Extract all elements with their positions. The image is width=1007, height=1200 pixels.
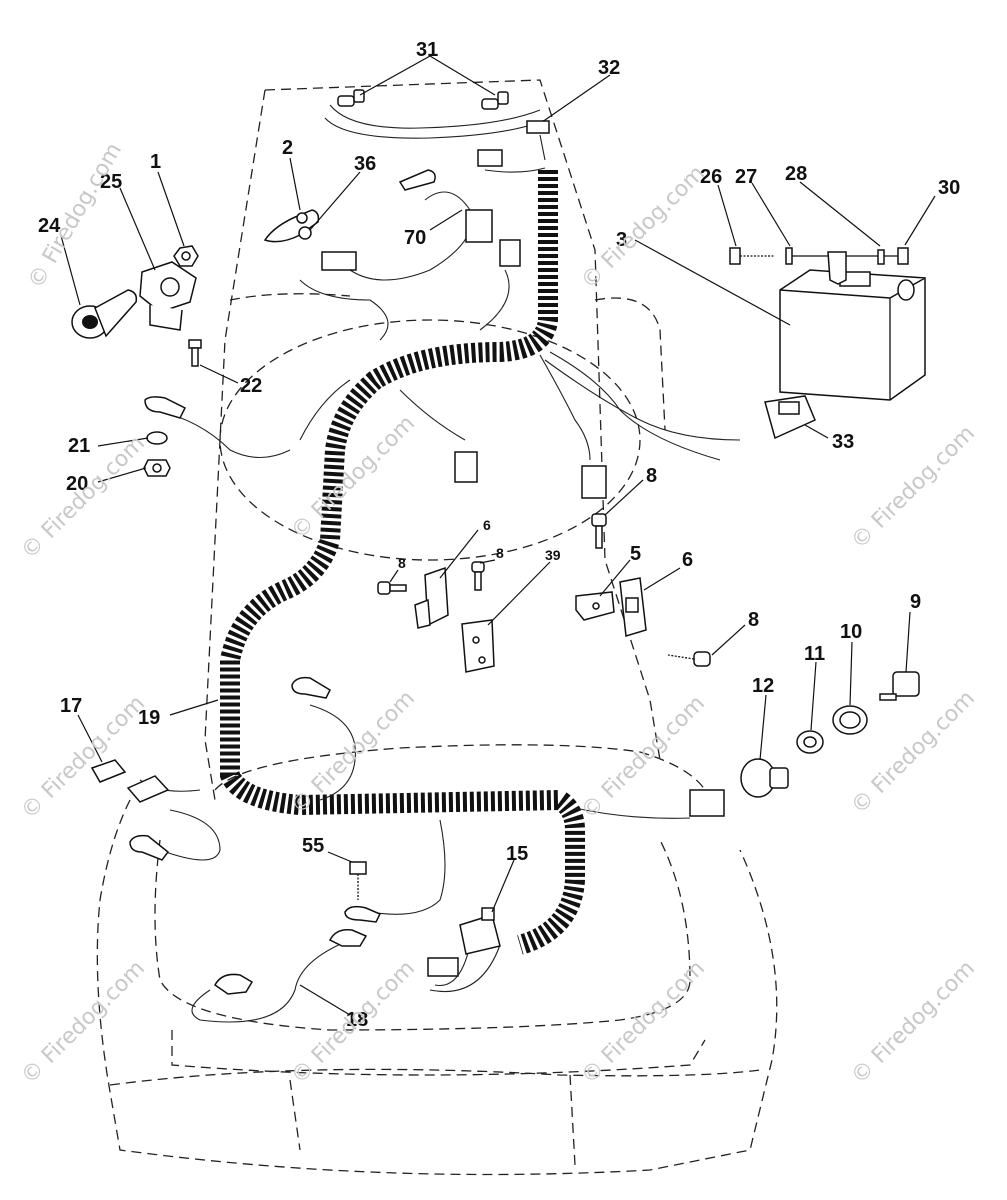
- callout-26: 26: [700, 166, 722, 188]
- callout-10: 10: [840, 621, 862, 643]
- part-switch-6-right: [619, 577, 647, 637]
- part-washer-21: [146, 431, 168, 445]
- callout-21: 21: [68, 435, 90, 457]
- callout-6-left: 6: [483, 517, 491, 533]
- part-switch-33: [764, 395, 816, 440]
- part-lights-31: [337, 89, 509, 110]
- callout-31: 31: [416, 39, 438, 61]
- callout-33: 33: [832, 431, 854, 453]
- part-nut-10: [832, 705, 868, 735]
- part-washer-11: [796, 730, 824, 754]
- callout-24: 24: [38, 215, 61, 237]
- part-fuse-holder: [126, 775, 170, 803]
- callout-55: 55: [302, 835, 324, 857]
- watermark-text: © Firedog.com: [847, 421, 980, 554]
- part-battery-3: [779, 269, 926, 401]
- callout-36: 36: [354, 153, 376, 175]
- callout-27: 27: [735, 166, 757, 188]
- part-connector-right: [689, 789, 725, 817]
- part-nut-20: [143, 459, 171, 477]
- part-connector-bottom: [427, 957, 459, 977]
- part-boot-24: [71, 289, 138, 339]
- part-solenoid-25: [139, 261, 197, 331]
- callout-17: 17: [60, 695, 82, 717]
- callout-12: 12: [752, 675, 774, 697]
- callout-20: 20: [66, 473, 88, 495]
- callout-70: 70: [404, 227, 426, 249]
- part-screw-8-right: [667, 651, 711, 667]
- part-screw-8-top: [591, 513, 607, 549]
- part-bolt-55: [349, 861, 367, 900]
- leader-lines: [59, 55, 936, 1016]
- callout-9: 9: [910, 591, 921, 613]
- part-bracket-5: [575, 591, 615, 621]
- callout-8-left: 8: [398, 555, 406, 571]
- callout-15: 15: [506, 843, 528, 865]
- part-switch-15: [459, 907, 501, 955]
- callout-labels: 31 32 2 36 1 25 24 70 26 27 28 30 3 22 2…: [38, 39, 960, 1031]
- callout-18: 18: [346, 1009, 368, 1031]
- part-ring-terminal-bottom: [344, 905, 382, 923]
- part-fuse-17: [90, 759, 127, 783]
- watermark-text: © Firedog.com: [17, 691, 150, 824]
- callout-8-mid: 8: [496, 545, 504, 561]
- part-connector-mid-left: [454, 451, 478, 483]
- callout-8-right: 8: [748, 609, 759, 631]
- callout-6-right: 6: [682, 549, 693, 571]
- part-terminal-left: [144, 396, 187, 419]
- callout-25: 25: [100, 171, 122, 193]
- part-terminal-2: [263, 209, 320, 243]
- part-connectors-70: [321, 209, 521, 271]
- watermark-text: © Firedog.com: [847, 686, 980, 819]
- part-ring-36: [298, 169, 436, 240]
- callout-5: 5: [630, 543, 641, 565]
- part-screw-8-mid: [471, 561, 485, 591]
- part-bracket-39: [461, 619, 495, 673]
- watermark-text: © Firedog.com: [287, 411, 420, 544]
- callout-3: 3: [616, 229, 627, 251]
- part-connector-32: [526, 120, 550, 134]
- part-key-9: [879, 671, 920, 701]
- part-plug-top: [477, 149, 503, 167]
- callout-28: 28: [785, 163, 807, 185]
- part-switch-6-left: [414, 566, 449, 629]
- callout-2: 2: [282, 137, 293, 159]
- callout-22: 22: [240, 375, 262, 397]
- callout-1: 1: [150, 151, 161, 173]
- part-ring-terminal-left: [129, 834, 170, 861]
- tractor-body-outline: [96, 79, 778, 1176]
- part-bolt-22: [188, 339, 202, 367]
- part-screw-8-left: [377, 581, 407, 595]
- part-nut-1: [173, 245, 199, 267]
- part-ring-terminal-upper: [291, 676, 331, 699]
- part-connector-mid-right: [581, 465, 607, 499]
- callout-8-top: 8: [646, 465, 657, 487]
- part-ignition-switch-12: [740, 758, 789, 798]
- callout-30: 30: [938, 177, 960, 199]
- watermark-text: © Firedog.com: [847, 956, 980, 1089]
- callout-11: 11: [804, 643, 825, 665]
- coiled-harness: [220, 170, 585, 955]
- wiring: [139, 104, 741, 1023]
- watermark-text: © Firedog.com: [17, 956, 150, 1089]
- callout-32: 32: [598, 57, 620, 79]
- watermark-text: © Firedog.com: [577, 161, 710, 294]
- part-battery-hardware: [729, 247, 909, 285]
- part-ground-18: [214, 928, 368, 995]
- watermark-text: © Firedog.com: [577, 956, 710, 1089]
- callout-19: 19: [138, 707, 160, 729]
- callout-39: 39: [545, 547, 561, 563]
